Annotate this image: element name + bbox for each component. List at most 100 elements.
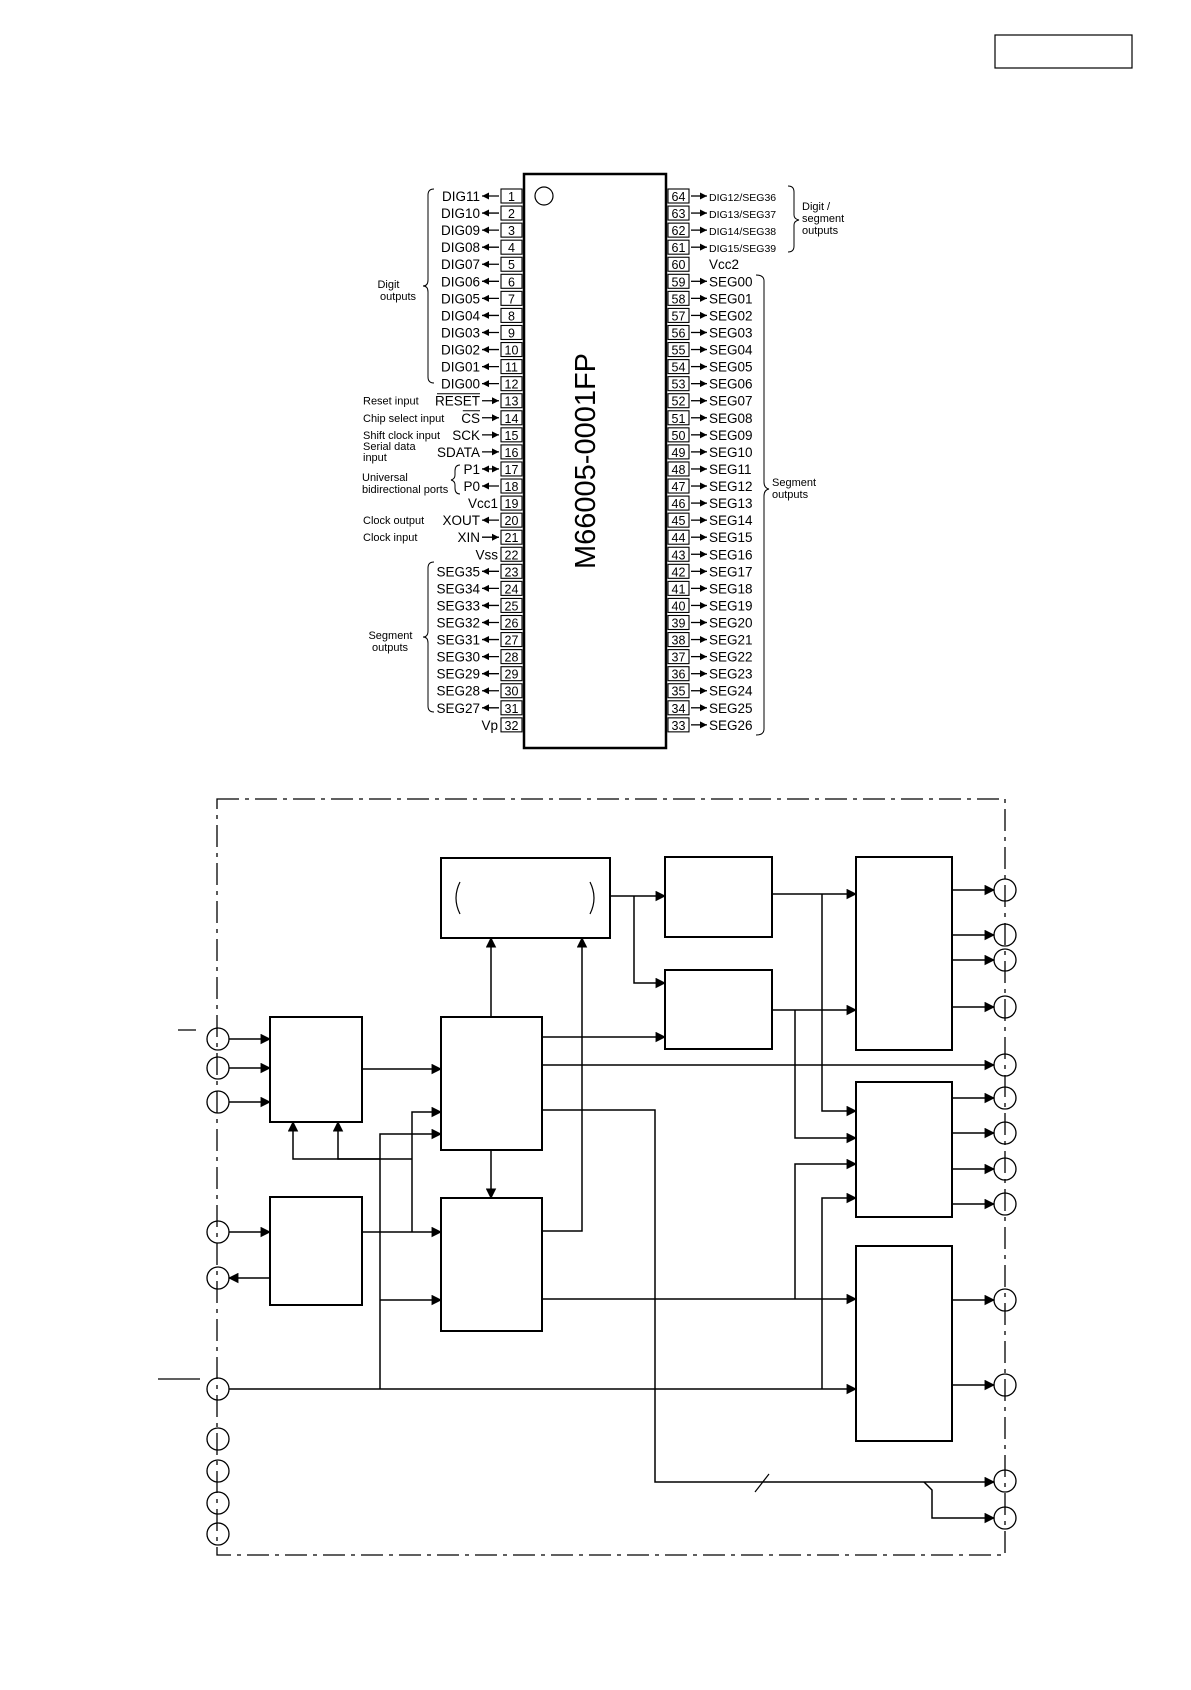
pin-name: SEG01 xyxy=(709,291,753,306)
pin-name: SEG27 xyxy=(436,701,480,716)
pin-arrow-out xyxy=(691,687,707,695)
wire-timing-bus-1 xyxy=(794,1158,858,1299)
pin-number: 54 xyxy=(672,361,686,375)
pin-number: 60 xyxy=(672,258,686,272)
pin-arrow-out xyxy=(691,363,707,371)
pin-box-17 xyxy=(500,461,523,477)
pin-box-63 xyxy=(667,205,690,221)
pin-name: SEG14 xyxy=(709,513,753,528)
pin-box-64 xyxy=(667,188,690,204)
block-shift-register xyxy=(269,1016,363,1123)
pin-name: SEG20 xyxy=(709,616,753,631)
pin-box-54 xyxy=(667,359,690,375)
pin-function-label: Serial data xyxy=(363,441,416,453)
pin-arrow-out xyxy=(691,584,707,592)
pin-arrow-out xyxy=(482,516,499,524)
pin-box-25 xyxy=(500,597,523,613)
pin-name: DIG10 xyxy=(441,206,480,221)
pin-box-56 xyxy=(667,324,690,341)
pin-configuration: M66005-0001FP 1DIG112DIG103DIG094DIG085D… xyxy=(362,172,844,750)
pin-name: DIG00 xyxy=(441,377,480,392)
pin-box-53 xyxy=(667,376,690,392)
pin-name: SEG33 xyxy=(436,598,480,613)
pin-arrow-bidirectional xyxy=(482,465,499,473)
pin-number: 26 xyxy=(505,617,519,631)
pin-arrow-out xyxy=(482,260,499,268)
pin-number: 27 xyxy=(505,634,519,648)
pin-arrow-out xyxy=(691,209,707,217)
pin-number: 13 xyxy=(505,395,519,409)
pin-box-61 xyxy=(667,239,690,255)
pin-number: 17 xyxy=(505,463,519,477)
pin-box-52 xyxy=(667,393,690,409)
pin-arrow-out xyxy=(691,670,707,678)
pin-name: SEG12 xyxy=(709,479,753,494)
pin-box-24 xyxy=(500,580,523,596)
pin-box-27 xyxy=(500,632,523,648)
pin-arrow-out xyxy=(691,619,707,626)
pin-number: 28 xyxy=(505,651,519,665)
pin-arrow-out xyxy=(691,550,707,558)
pin-arrow-out xyxy=(691,397,707,405)
pin-arrow-out xyxy=(691,636,707,644)
pin-box-12 xyxy=(500,376,523,392)
pin-name: SEG30 xyxy=(436,650,480,665)
pin-box-20 xyxy=(500,512,523,528)
pin-number: 3 xyxy=(508,224,515,238)
pin-box-45 xyxy=(667,512,690,528)
pin-box-8 xyxy=(500,307,523,323)
pin-name: SEG04 xyxy=(709,343,753,358)
pin-number: 14 xyxy=(505,412,519,426)
terminal-vcc2 xyxy=(206,1459,230,1483)
brace-digit-segment-outputs xyxy=(787,185,800,253)
pin-box-30 xyxy=(500,683,523,699)
pin-box-37 xyxy=(667,649,690,665)
pin-box-7 xyxy=(500,290,523,306)
pin-arrow-out xyxy=(691,653,707,661)
wire-bus-port2 xyxy=(923,1481,996,1524)
pin-arrow-out xyxy=(482,704,499,712)
pin-box-49 xyxy=(667,444,690,460)
pin-arrow-out xyxy=(691,533,707,541)
wire-ram-segment-latch xyxy=(633,896,667,989)
pin-name: DIG06 xyxy=(441,274,480,289)
pin-number: 34 xyxy=(672,702,686,716)
pin-arrow-out xyxy=(691,380,707,388)
pin-number: 20 xyxy=(505,514,519,528)
pin-box-2 xyxy=(500,205,523,221)
pin-box-13 xyxy=(500,393,523,409)
pin-name: Vcc1 xyxy=(468,496,498,511)
pin-function-label: input xyxy=(363,452,387,464)
pin-name: SEG10 xyxy=(709,445,753,460)
pin-number: 16 xyxy=(505,446,519,460)
pin-number: 40 xyxy=(672,599,686,613)
pin-box-62 xyxy=(667,222,690,238)
pin-number: 5 xyxy=(508,258,515,272)
block-display-ram-parens xyxy=(455,881,595,915)
pin-box-40 xyxy=(667,597,690,613)
pin-arrow-out xyxy=(691,311,707,319)
block-segment-driver xyxy=(855,1081,953,1218)
pin-name: Vss xyxy=(475,547,498,562)
block-timing-generator xyxy=(440,1197,543,1332)
pin-box-47 xyxy=(667,478,690,494)
pin-name: DIG14/SEG38 xyxy=(709,226,776,238)
pin-name: P0 xyxy=(463,479,480,494)
pin-box-57 xyxy=(667,307,690,323)
pin-name: SEG32 xyxy=(436,616,480,631)
pin-name: SEG23 xyxy=(709,667,753,682)
pin-arrow-out xyxy=(482,226,499,234)
block-digit-driver xyxy=(855,856,953,1051)
block-digit-latch xyxy=(664,856,773,938)
terminal-vss xyxy=(206,1491,230,1515)
pin-number: 2 xyxy=(508,207,515,221)
terminal-xout xyxy=(206,1266,230,1290)
pin-name: SEG28 xyxy=(436,684,480,699)
pin-arrow-out xyxy=(691,243,707,251)
pin-arrow-out xyxy=(691,431,707,439)
pin-box-29 xyxy=(500,666,523,682)
wire-timing-ram xyxy=(542,936,588,1232)
pin-arrow-out xyxy=(482,601,499,609)
pin-name: SEG26 xyxy=(709,718,753,733)
pin-name: SEG13 xyxy=(709,496,753,511)
